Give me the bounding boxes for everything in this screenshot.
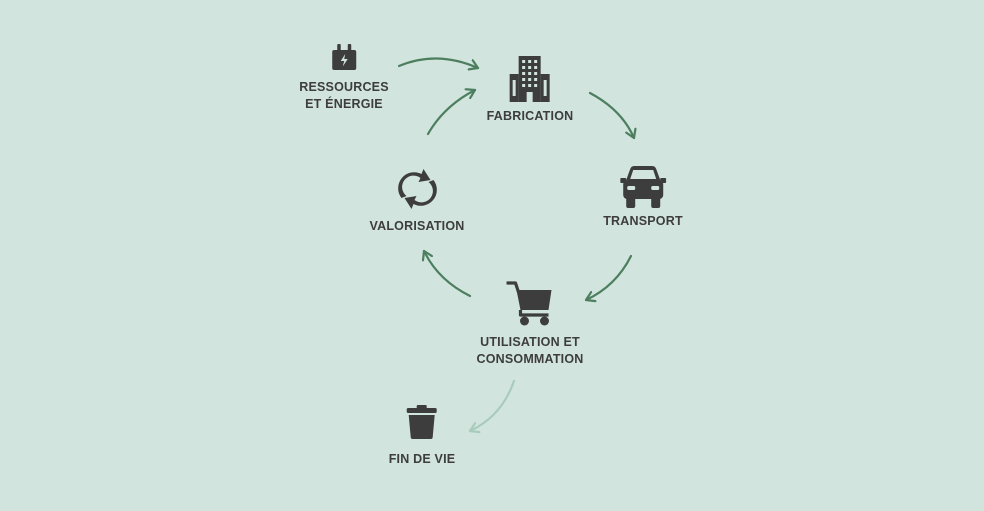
car-icon [619,166,666,208]
fabrication-label: FABRICATION [486,109,574,123]
arrow-fabrication-to-transport [588,91,634,140]
arrow-transport-to-utilisation [584,254,633,300]
shopping-cart-icon [506,281,551,326]
node-utilisation-consommation: UTILISATION ET CONSOMMATION [476,280,583,368]
utilisation-label-line1: UTILISATION ET [480,335,580,349]
node-fin-de-vie: FIN DE VIE [389,405,456,468]
node-ressources-energie: RESSOURCES ET ÉNERGIE [299,43,389,113]
trash-icon [407,405,437,439]
node-transport: TRANSPORT [603,165,683,230]
ressources-label-line2: ET ÉNERGIE [305,97,383,111]
transport-label: TRANSPORT [603,214,683,228]
utilisation-label-line2: CONSOMMATION [476,352,584,366]
node-valorisation: VALORISATION [370,168,465,235]
arrow-valorisation-to-fabrication [426,90,477,136]
battery-plug-icon [332,44,356,70]
valorisation-label: VALORISATION [369,219,465,233]
arrow-ressources-to-fabrication [397,57,480,68]
fin-de-vie-label: FIN DE VIE [388,452,456,466]
arrow-utilisation-to-fin-de-vie [468,379,516,431]
arrow-utilisation-to-valorisation [424,249,472,298]
ressources-label-line1: RESSOURCES [299,80,389,94]
building-icon [510,56,550,102]
node-fabrication: FABRICATION [487,56,574,125]
recycle-icon [397,169,437,209]
